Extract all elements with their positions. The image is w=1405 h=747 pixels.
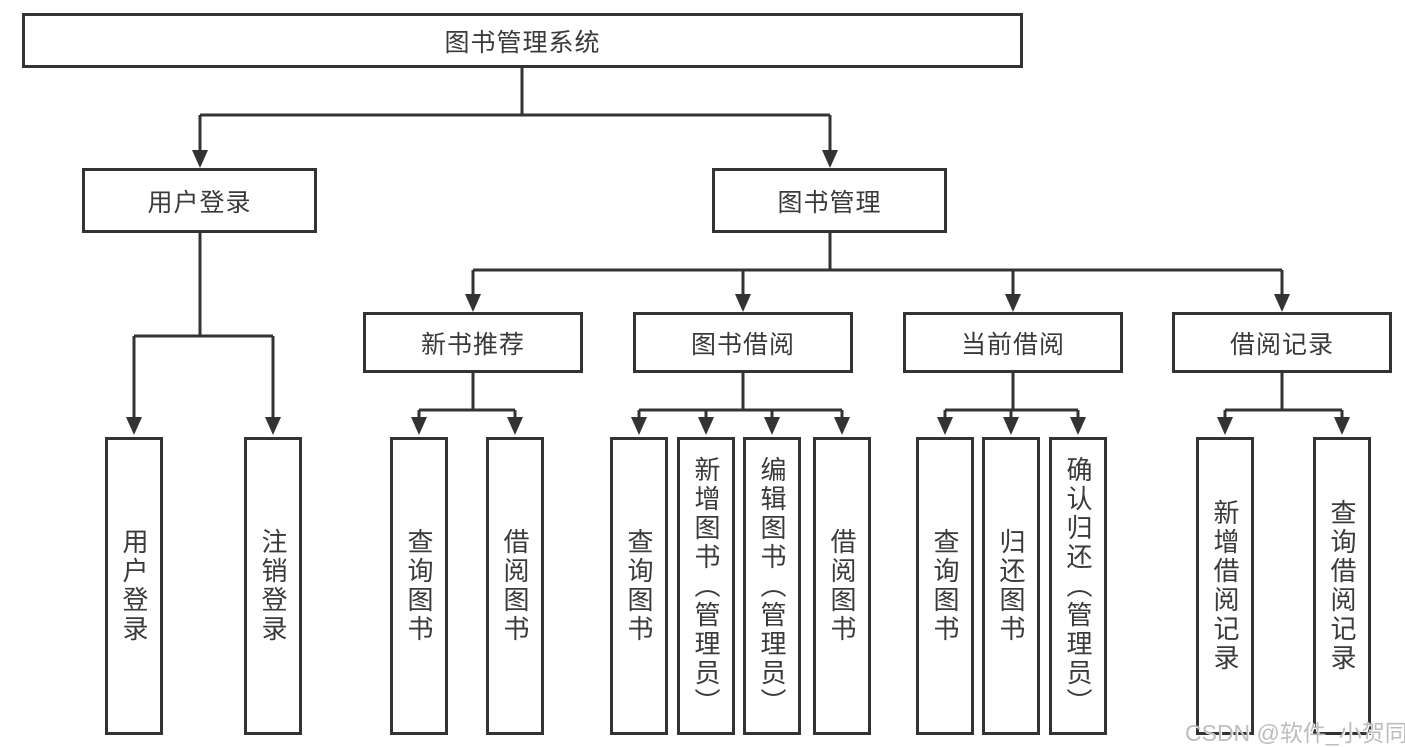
leaf-edit-books-admin-label: 编辑图书（管理员）	[757, 455, 787, 717]
leaf-add-borrow-record: 新增借阅记录	[1196, 437, 1254, 735]
leaf-add-books-admin: 新增图书（管理员）	[677, 437, 735, 735]
leaf-query-books-3-label: 查询图书	[930, 528, 960, 644]
node-borrow-record: 借阅记录	[1172, 312, 1392, 373]
leaf-query-books-2-label: 查询图书	[624, 528, 654, 644]
leaf-return-books-label: 归还图书	[996, 528, 1026, 644]
leaf-borrow-books-1-label: 借阅图书	[500, 528, 530, 644]
leaf-add-borrow-record-label: 新增借阅记录	[1210, 499, 1240, 673]
leaf-logout: 注销登录	[244, 437, 302, 735]
leaf-borrow-books-2-label: 借阅图书	[827, 528, 857, 644]
node-current-borrow: 当前借阅	[903, 312, 1123, 373]
leaf-return-books: 归还图书	[982, 437, 1040, 735]
leaf-query-books-1: 查询图书	[390, 437, 448, 735]
leaf-query-books-1-label: 查询图书	[404, 528, 434, 644]
leaf-logout-label: 注销登录	[258, 528, 288, 644]
node-root: 图书管理系统	[22, 13, 1023, 68]
node-user-login-label: 用户登录	[147, 188, 252, 217]
leaf-confirm-return-admin-label: 确认归还（管理员）	[1063, 455, 1093, 717]
node-new-book-recommend: 新书推荐	[363, 312, 583, 373]
node-user-login: 用户登录	[82, 168, 317, 233]
leaf-edit-books-admin: 编辑图书（管理员）	[743, 437, 801, 735]
node-book-borrow: 图书借阅	[633, 312, 853, 373]
leaf-query-borrow-record: 查询借阅记录	[1313, 437, 1371, 735]
leaf-query-books-2: 查询图书	[610, 437, 668, 735]
node-borrow-record-label: 借阅记录	[1229, 330, 1334, 359]
node-current-borrow-label: 当前借阅	[960, 330, 1065, 359]
leaf-query-books-3: 查询图书	[916, 437, 974, 735]
node-book-borrow-label: 图书借阅	[690, 330, 795, 359]
leaf-query-borrow-record-label: 查询借阅记录	[1327, 499, 1357, 673]
leaf-user-login-label: 用户登录	[119, 528, 149, 644]
node-book-management: 图书管理	[712, 168, 947, 233]
leaf-borrow-books-1: 借阅图书	[486, 437, 544, 735]
node-book-management-label: 图书管理	[777, 188, 882, 217]
csdn-watermark: CSDN @软件_小贺同学	[1185, 720, 1405, 746]
arrowheads	[126, 150, 1350, 435]
node-new-book-recommend-label: 新书推荐	[420, 330, 525, 359]
node-root-label: 图书管理系统	[444, 28, 601, 57]
leaf-confirm-return-admin: 确认归还（管理员）	[1049, 437, 1107, 735]
leaf-borrow-books-2: 借阅图书	[813, 437, 871, 735]
leaf-user-login: 用户登录	[105, 437, 163, 735]
leaf-add-books-admin-label: 新增图书（管理员）	[691, 455, 721, 717]
